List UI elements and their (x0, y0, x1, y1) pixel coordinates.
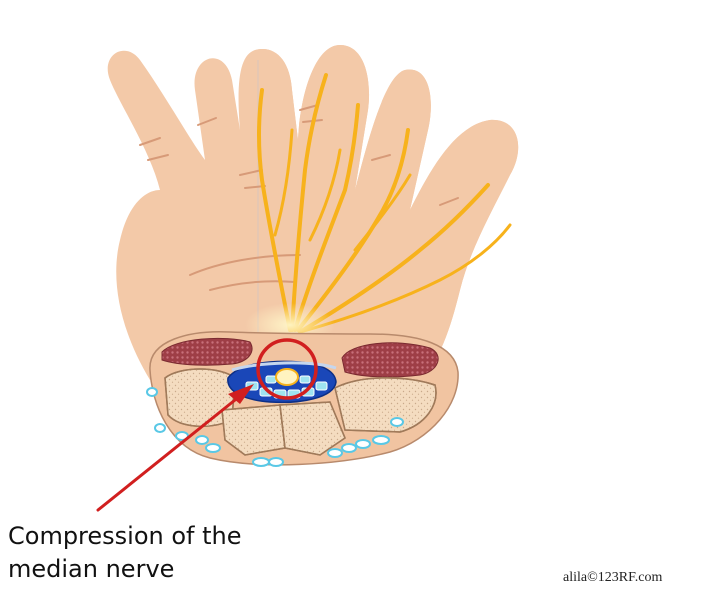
hypothenar-muscle (342, 343, 438, 377)
annotation-label: Compression of the median nerve (8, 520, 242, 586)
annotation-line-2: median nerve (8, 553, 242, 586)
annotation-line-1: Compression of the (8, 520, 242, 553)
median-nerve-section (276, 369, 298, 385)
wrist-cross-section (147, 332, 458, 466)
image-credit: alila©123RF.com (563, 570, 662, 586)
